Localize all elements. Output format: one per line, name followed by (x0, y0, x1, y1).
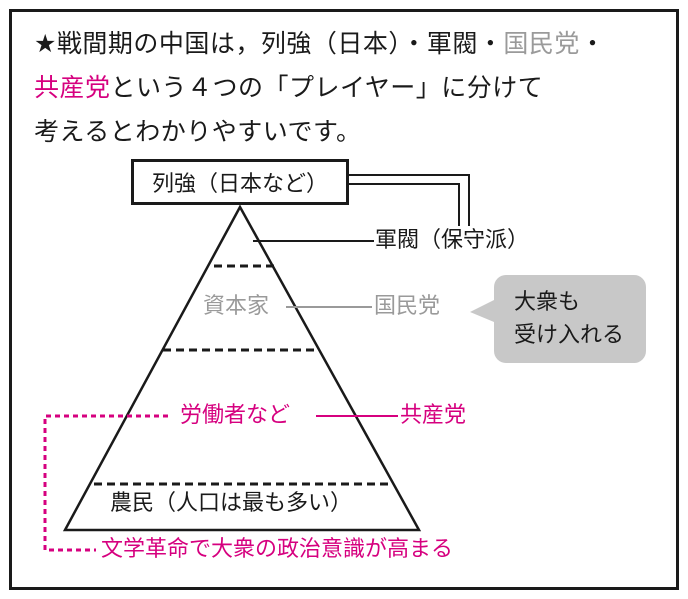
intro-line-2-text: という４つの「プレイヤー」に分けて (110, 73, 544, 102)
outer-frame (9, 9, 679, 590)
intro-kmt: 国民党 (503, 29, 580, 58)
intro-line-1-text: ★戦間期の中国は，列強（日本）・軍閥・ (34, 29, 504, 58)
bubble-text: 大衆も 受け入れる (514, 286, 624, 352)
top-box-label: 列強（日本など） (151, 172, 328, 197)
intro-ccp: 共産党 (34, 73, 111, 102)
bubble-line-2: 受け入れる (514, 323, 625, 348)
top-box-powers: 列強（日本など） (131, 159, 349, 205)
connector-inner (349, 183, 460, 226)
warlords-label: 軍閥（保守派） (375, 228, 530, 253)
bubble-line-1: 大衆も (514, 290, 581, 315)
intro-line-3: 考えるとわかりやすいです。 (34, 117, 362, 146)
intro-text: ★戦間期の中国は，列強（日本）・軍閥・国民党・ 共産党という４つの「プレイヤー」… (34, 22, 664, 154)
speech-bubble (494, 275, 646, 363)
bubble-tail (470, 300, 494, 322)
revolution-label: 文学革命で大衆の政治意識が高まる (101, 537, 454, 562)
connector-outer (349, 174, 470, 226)
capitalists-label: 資本家 (203, 294, 270, 319)
peasants-label: 農民（人口は最も多い） (110, 491, 353, 516)
kmt-label: 国民党 (374, 294, 441, 319)
intro-line-2: 共産党という４つの「プレイヤー」に分けて (34, 66, 664, 110)
intro-separator: ・ (579, 29, 606, 58)
revolution-bracket (43, 414, 168, 552)
intro-line-1: ★戦間期の中国は，列強（日本）・軍閥・国民党・ (34, 22, 664, 66)
ccp-label: 共産党 (400, 403, 467, 428)
workers-label: 労働者など (180, 403, 291, 428)
pyramid-outline (62, 204, 422, 532)
